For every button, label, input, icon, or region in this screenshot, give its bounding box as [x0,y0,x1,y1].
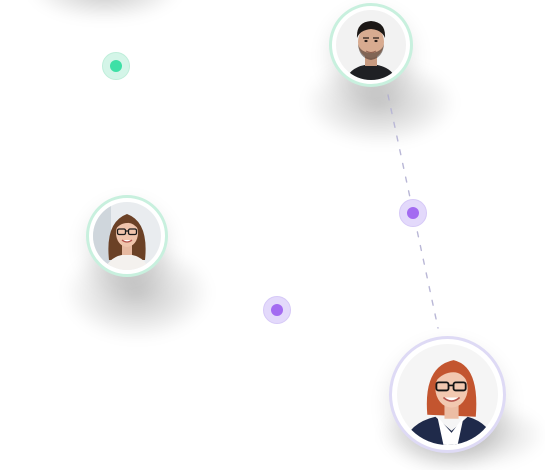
purple-node-on-link-core [407,207,419,219]
purple-node-on-link [399,199,427,227]
avatar-woman-left[interactable] [86,195,168,277]
avatar-woman-right[interactable] [389,336,506,453]
avatar-man[interactable] [329,3,413,87]
male-user-avatar-icon [336,10,406,80]
purple-node-center-core [271,304,283,316]
green-node [102,52,130,80]
female-user-avatar-icon [93,202,161,270]
avatar-shadow-top-left [30,0,180,20]
female-user-avatar-icon [397,344,498,445]
green-node-core [110,60,122,72]
purple-node-center [263,296,291,324]
